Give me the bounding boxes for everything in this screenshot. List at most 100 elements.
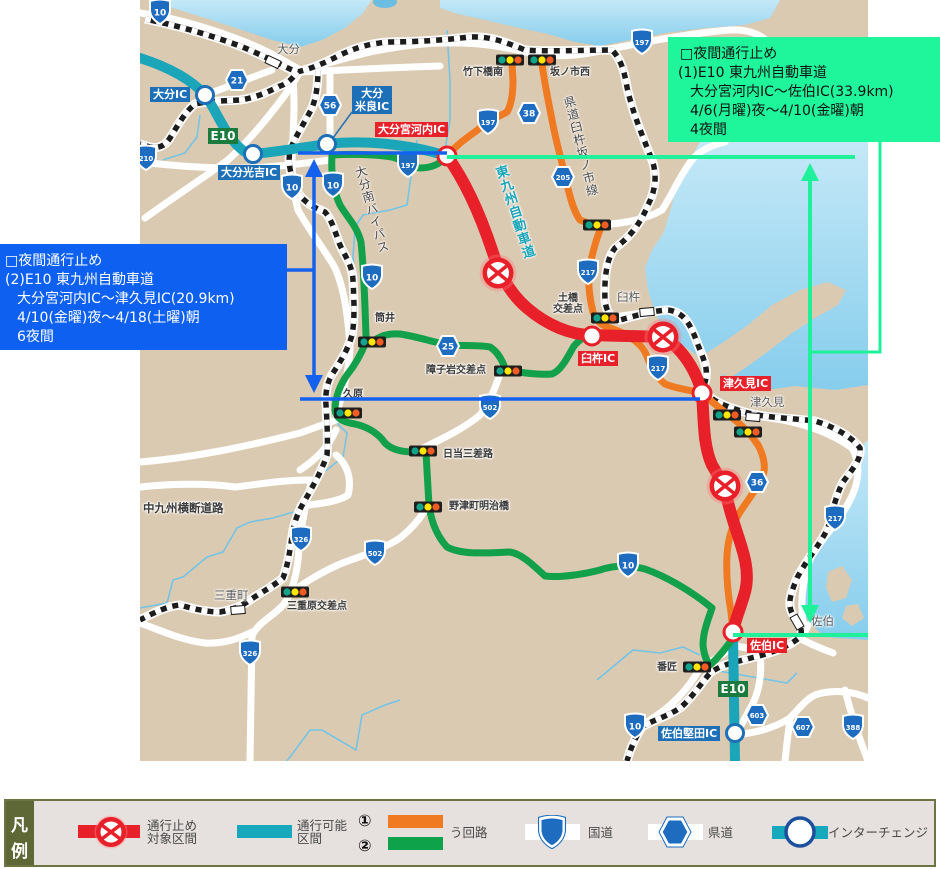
closure-notice-section: 大分宮河内IC～佐伯IC(33.9km) <box>690 84 894 100</box>
national-route-shield-icon: 10 <box>149 0 171 25</box>
place-label-tsukumi: 津久見 <box>750 395 785 409</box>
closure-notice-route: (2)E10 東九州自動車道 <box>5 272 154 288</box>
svg-text:36: 36 <box>751 479 764 489</box>
expressway-number-badge: E10 <box>718 681 748 697</box>
closure-icon <box>78 815 140 849</box>
prefectural-route-hexagon-icon: 36 <box>745 471 769 493</box>
legend-label-open: 通行可能 区間 <box>297 819 347 845</box>
national-route-shield-icon: 388 <box>842 713 864 740</box>
svg-text:10: 10 <box>366 274 379 284</box>
ic-label-oita-mera: 大分 米良IC <box>352 86 393 114</box>
svg-text:10: 10 <box>629 723 642 733</box>
ic-label-usuki: 臼杵IC <box>578 351 619 366</box>
legend-label-line: 区間 <box>297 831 323 846</box>
ic-label-line: 大分 <box>361 87 384 100</box>
closure-notice-section: 大分宮河内IC～津久見IC(20.9km) <box>17 291 235 307</box>
national-route-shield-icon: 197 <box>631 28 653 55</box>
svg-text:197: 197 <box>401 162 416 170</box>
prefectural-route-hexagon-icon: 38 <box>517 102 541 124</box>
prefectural-route-hexagon-icon: 21 <box>225 69 249 91</box>
station-markers <box>230 54 805 631</box>
closure-notice-period: 4/10(金曜)夜～4/18(土曜)朝 <box>17 310 200 326</box>
arrow-down-icon <box>801 605 819 623</box>
national-route-shield-icon: 197 <box>477 108 499 135</box>
svg-text:603: 603 <box>750 712 765 720</box>
place-label-usuki: 臼杵 <box>617 290 640 304</box>
ic-label-saiki-katata: 佐伯堅田IC <box>658 726 721 741</box>
closure-1-extent <box>447 142 882 637</box>
svg-text:326: 326 <box>294 536 309 544</box>
closure-2-extent <box>287 151 700 401</box>
intersection-label: 野津町明治橋 <box>449 501 509 512</box>
intersection-label-line: 土橋 <box>558 293 578 304</box>
prefectural-route-hexagon-icon: 205 <box>551 166 575 188</box>
legend-label-line: 通行止め <box>147 818 198 833</box>
detour-1-marker: ① <box>358 811 372 830</box>
detour-2-marker: ② <box>358 836 372 855</box>
intersection-label: 久原 <box>343 389 363 400</box>
ic-label-oita: 大分IC <box>150 87 191 102</box>
national-route-shield-icon: 10 <box>361 263 383 290</box>
national-route-shield-icon: 217 <box>647 354 669 381</box>
place-label-oita: 大分 <box>277 42 300 56</box>
legend-label-line: 通行可能 <box>297 818 348 833</box>
national-route-shield-icon: 326 <box>239 639 261 666</box>
svg-text:25: 25 <box>442 343 455 353</box>
arrow-down-icon <box>305 375 323 393</box>
intersection-label: 竹下橋南 <box>463 67 503 78</box>
detour-route-2 <box>328 150 737 669</box>
svg-text:607: 607 <box>796 724 811 732</box>
intersection-label: 障子岩交差点 <box>426 365 486 376</box>
svg-text:388: 388 <box>846 724 861 732</box>
closure-notice-2: □夜間通行止め (2)E10 東九州自動車道 大分宮河内IC～津久見IC(20.… <box>0 244 287 350</box>
interchange-icon <box>195 85 215 105</box>
national-route-shield-icon: 10 <box>281 173 303 200</box>
intersection-label: 筒井 <box>375 313 395 324</box>
prefectural-route-markers: 21 56 38 205 25 36 603 607 <box>225 69 815 738</box>
legend-label-closed: 通行止め 対象区間 <box>147 819 197 845</box>
svg-text:205: 205 <box>556 174 571 182</box>
svg-text:502: 502 <box>483 404 498 412</box>
svg-text:10: 10 <box>327 182 340 192</box>
ic-label-saiki: 佐伯IC <box>747 638 788 653</box>
svg-text:502: 502 <box>368 550 383 558</box>
national-route-shield-icon: 210 <box>140 144 157 171</box>
svg-text:326: 326 <box>243 650 258 658</box>
prefectural-route-hexagon-icon: 56 <box>318 94 342 116</box>
legend-label-interchange: インターチェンジ <box>828 825 929 840</box>
closure-notice-header: □夜間通行止め <box>680 46 778 62</box>
ic-label-oita-miyakawauchi: 大分宮河内IC <box>375 122 449 137</box>
prefectural-route-hexagon-icon: 25 <box>436 335 460 357</box>
intersection-label: 日当三差路 <box>443 449 493 460</box>
open-section-bar <box>237 825 292 838</box>
legend-label-line: 対象区間 <box>147 831 198 846</box>
arrow-up-icon <box>305 159 323 177</box>
legend-label-prefectural-road: 県道 <box>708 825 734 840</box>
intersection-label: 土橋 交差点 <box>553 293 583 315</box>
closure-notice-nights: 4夜間 <box>690 122 727 138</box>
svg-text:197: 197 <box>481 119 496 127</box>
map-legend: 凡 例 通行止め 対象区間 通行可能 区間 ① ② う回路 国道 県道 <box>4 799 936 867</box>
detour-1-bar <box>388 815 443 828</box>
svg-text:38: 38 <box>523 110 536 120</box>
pond <box>373 0 397 8</box>
national-route-shield-icon: 502 <box>479 393 501 420</box>
interchange-icon <box>243 144 263 164</box>
national-route-shield-icon: 326 <box>290 525 312 552</box>
road-name-cross-kyushu: 中九州横断道路 <box>143 501 224 515</box>
national-road-shield-icon <box>525 815 580 849</box>
ic-label-tsukumi: 津久見IC <box>720 376 772 391</box>
interchange-icon <box>772 816 828 848</box>
svg-text:10: 10 <box>286 184 299 194</box>
arrow-up-icon <box>801 163 819 181</box>
svg-text:10: 10 <box>622 562 635 572</box>
legend-label-detour: う回路 <box>450 825 488 840</box>
national-route-shield-icon: 10 <box>322 171 344 198</box>
closure-notice-header: □夜間通行止め <box>5 253 103 269</box>
legend-title-char: 凡 <box>11 816 28 836</box>
svg-text:21: 21 <box>231 77 244 87</box>
detour-2-bar <box>388 837 443 850</box>
ic-label-oita-mitsuyoshi: 大分光吉IC <box>218 165 281 180</box>
intersection-label-line: 交差点 <box>553 304 583 315</box>
